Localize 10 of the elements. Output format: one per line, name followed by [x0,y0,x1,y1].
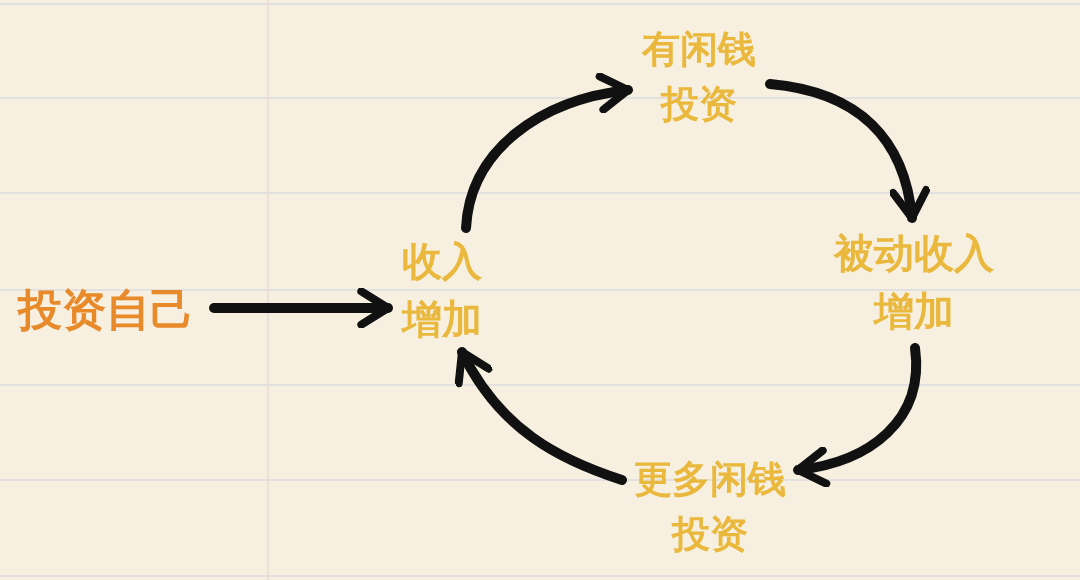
arrow [793,343,922,487]
arrow [765,79,929,223]
arrow [455,347,627,485]
step-text: 投资自己 [14,278,199,342]
arrow [461,73,633,233]
step-text: 有闲钱投资 [636,22,762,133]
step-text: 被动收入增加 [828,224,1000,340]
step-text: 收入增加 [396,232,488,348]
arrow [209,287,393,329]
step-text: 更多闲钱投资 [628,452,792,563]
